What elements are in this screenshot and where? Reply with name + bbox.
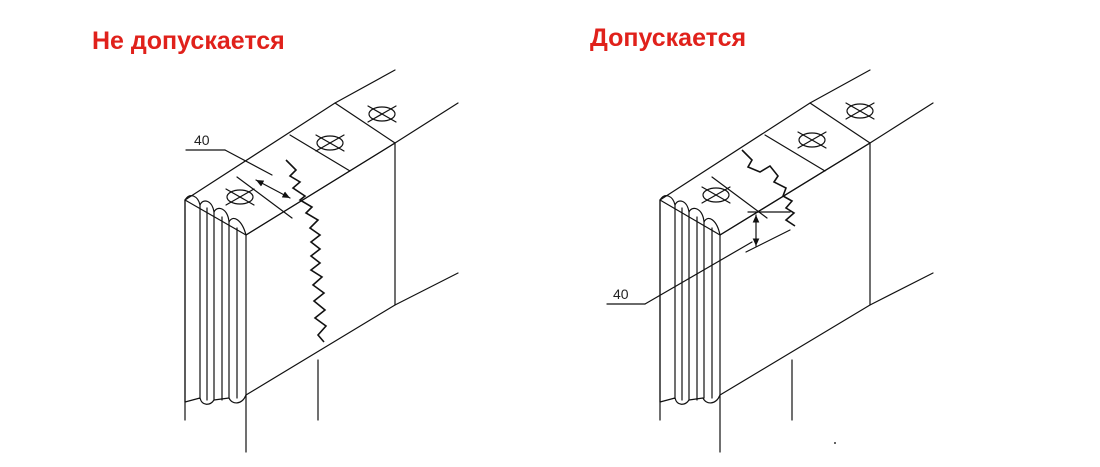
front-face-left xyxy=(245,142,396,396)
reinforcement-mark-1-right xyxy=(701,186,731,204)
reinforcement-mark-1-left xyxy=(225,188,255,206)
crack-right xyxy=(741,149,796,227)
dimension-label-right: 40 xyxy=(613,286,629,302)
top-face-left xyxy=(184,102,396,236)
reinforcement-mark-2-left xyxy=(315,134,345,152)
speck xyxy=(834,442,836,444)
wall-lines-left xyxy=(184,69,459,453)
heading-allowed: Допускается xyxy=(590,24,747,52)
wall-lines-right xyxy=(659,69,934,453)
reinforcement-mark-3-right xyxy=(845,102,875,120)
front-face-right xyxy=(719,142,871,396)
grooved-end-right xyxy=(659,195,721,405)
reinforcement-mark-2-right xyxy=(797,131,827,149)
dimension-left: 40 xyxy=(185,132,291,199)
heading-not-allowed: Не допускается xyxy=(92,27,285,55)
reinforcement-mark-3-left xyxy=(367,105,397,123)
dimension-right: 40 xyxy=(606,211,791,305)
block-not-allowed: 40 xyxy=(184,69,459,453)
crack-left xyxy=(285,159,328,343)
dimension-label-left: 40 xyxy=(194,132,210,148)
block-allowed: 40 xyxy=(606,69,934,453)
